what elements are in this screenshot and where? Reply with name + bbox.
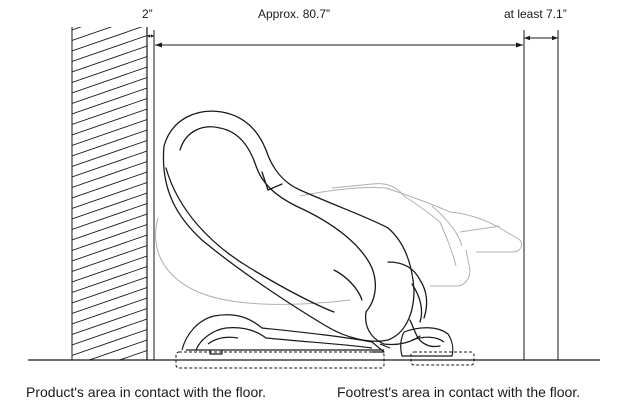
wall-hatch-line — [72, 234, 147, 262]
wall-hatch-line — [72, 213, 147, 241]
wall-hatch-line — [72, 308, 147, 335]
wall-hatch-line — [72, 192, 147, 220]
wall-hatch-line — [72, 27, 113, 41]
wall-gap-label: 2” — [142, 7, 153, 21]
wall-hatch-line — [72, 140, 147, 167]
wall-hatch-line — [72, 77, 147, 104]
reclined-chair-ghost — [155, 183, 523, 305]
dimension-arrow-length — [155, 42, 523, 48]
wall-hatch-line — [72, 87, 147, 115]
wall-hatch-line — [72, 297, 147, 325]
wall-hatch-line — [118, 350, 147, 360]
wall-hatch-line — [72, 245, 147, 272]
product-contact-area — [175, 351, 385, 369]
wall — [71, 27, 148, 360]
wall-hatch-line — [72, 66, 147, 94]
wall-hatch-line — [72, 98, 147, 125]
product-area-caption: Product's area in contact with the floor… — [26, 384, 267, 400]
wall-hatch-line — [72, 182, 147, 209]
wall-hatch-line — [72, 161, 147, 188]
wall-hatch-line — [72, 45, 147, 73]
wall-hatch-line — [72, 224, 147, 251]
wall-hatch-line — [72, 35, 147, 62]
dimension-arrow-rear-gap — [524, 35, 558, 41]
wall-hatch-line — [72, 171, 147, 199]
dimension-arrow-wall-gap — [147, 34, 154, 38]
wall-hatch-line — [72, 287, 147, 314]
wall-hatch-line — [72, 108, 147, 136]
massage-chair — [162, 110, 441, 348]
wall-hatch-line — [72, 318, 147, 346]
wall-hatch-line — [72, 27, 143, 52]
wall-hatch-line — [72, 119, 147, 146]
wall-hatch-line — [72, 150, 147, 178]
footrest-area-caption: Footrest's area in contact with the floo… — [337, 384, 581, 400]
rear-gap-label: at least 7.1” — [504, 7, 567, 21]
wall-hatch-line — [87, 339, 147, 360]
wall-hatch-line — [72, 255, 147, 283]
wall-hatch-line — [72, 56, 147, 83]
length-label: Approx. 80.7” — [258, 7, 331, 21]
footrest-contact-area — [410, 351, 475, 366]
wall-hatch-line — [72, 129, 147, 157]
wall-hatch-line — [72, 266, 147, 293]
wall-hatch-line — [72, 203, 147, 230]
wall-hatch-line — [72, 27, 83, 31]
wall-hatch-line — [72, 329, 147, 356]
wall-hatch-line — [72, 276, 147, 304]
